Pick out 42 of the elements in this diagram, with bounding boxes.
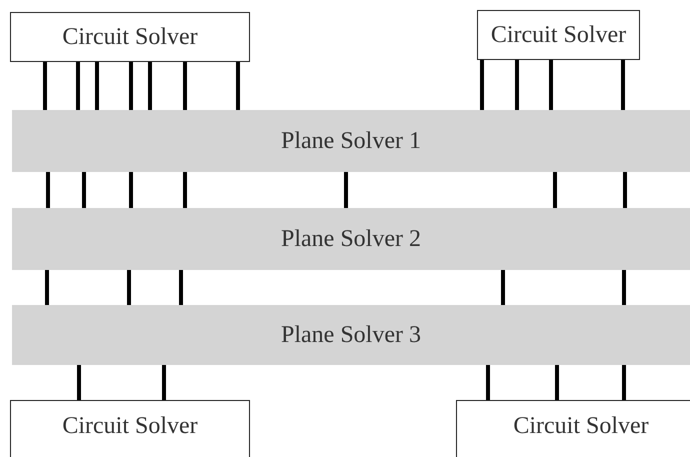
- connector-line: [129, 62, 133, 110]
- connector-line: [515, 60, 519, 110]
- connector-line: [127, 270, 131, 305]
- solver-label: Circuit Solver: [490, 22, 626, 48]
- solver-box: [477, 10, 640, 60]
- solver-band: [12, 305, 690, 365]
- connector-line: [129, 172, 133, 208]
- connector-line: [45, 270, 49, 305]
- connector-line: [553, 172, 557, 208]
- connector-line: [555, 365, 559, 400]
- connector-line: [148, 62, 152, 110]
- connector-line: [622, 365, 626, 400]
- connector-line: [621, 60, 625, 110]
- solver-label: Plane Solver 1: [281, 128, 421, 154]
- connector-line: [549, 60, 553, 110]
- connector-line: [486, 365, 490, 400]
- connector-line: [82, 172, 86, 208]
- connector-line: [183, 62, 187, 110]
- connector-line: [480, 60, 484, 110]
- connector-line: [183, 172, 187, 208]
- connector-line: [162, 365, 166, 400]
- connector-line: [95, 62, 99, 110]
- solver-label: Circuit Solver: [62, 413, 198, 440]
- connector-line: [46, 172, 50, 208]
- solver-label: Circuit Solver: [513, 413, 649, 440]
- solver-label: Plane Solver 3: [281, 322, 421, 348]
- solver-band: [12, 110, 690, 172]
- connector-line: [622, 270, 626, 305]
- connector-line: [501, 270, 505, 305]
- solver-box: [10, 12, 250, 62]
- solver-band: [12, 208, 690, 270]
- connector-line: [43, 62, 47, 110]
- connector-line: [344, 172, 348, 208]
- solver-box: [10, 400, 250, 457]
- connector-line: [179, 270, 183, 305]
- connector-line: [76, 62, 80, 110]
- connector-line: [77, 365, 81, 400]
- solver-label: Plane Solver 2: [281, 226, 421, 252]
- connector-line: [236, 62, 240, 110]
- solver-label: Circuit Solver: [62, 24, 198, 50]
- connector-line: [623, 172, 627, 208]
- solver-box: [456, 400, 690, 457]
